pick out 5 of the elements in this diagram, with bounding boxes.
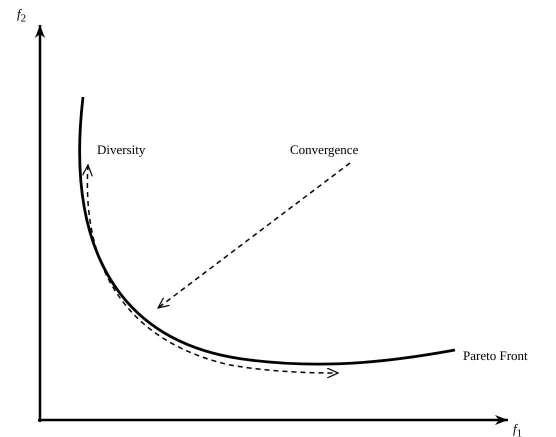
axis-label: f$_{1}$	[513, 422, 522, 437]
annotation-label: Diversity	[97, 143, 146, 156]
axis-label: f$_{2}$	[17, 7, 26, 24]
annotation-label: Convergence	[290, 143, 358, 156]
curve-label: Pareto Front	[463, 349, 528, 362]
